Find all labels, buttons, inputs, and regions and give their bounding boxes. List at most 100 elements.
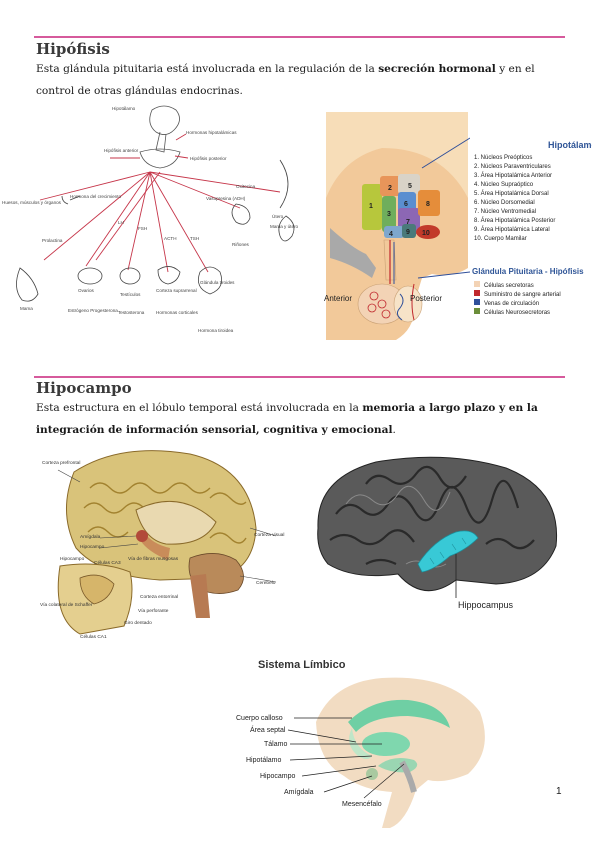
pituitary-subtitle: Glándula Pituitaria - Hipófisis [472, 267, 584, 276]
paragraph-bold: memoria a largo plazo y en la integració… [36, 402, 538, 436]
label-area-septal: Área septal [250, 725, 286, 734]
label-ovarios: Ovarios [78, 288, 95, 293]
label-testosterona: Testosterona [118, 310, 145, 315]
label-amigdala: Amígdala [80, 534, 101, 540]
label-fibras-musgosas: Vía de fibras musgosas [128, 556, 179, 562]
legend: Células secretoras Suministro de sangre … [474, 281, 561, 316]
label-corteza-prefrontal: Corteza prefrontal [42, 460, 80, 466]
label-celulas-ca1: Células CA1 [80, 634, 107, 640]
region-4 [384, 226, 404, 238]
label-mesencefalo: Mesencéfalo [342, 801, 382, 808]
legend-swatch [474, 290, 480, 296]
label-cuerpo-calloso: Cuerpo calloso [236, 715, 283, 722]
hypothalamus-diagram: 1 2 3 4 5 6 7 8 9 10 Anterior Posterior … [324, 108, 592, 348]
num-3: 3 [387, 211, 391, 218]
label-hipocampo-bottom: Hipocampo [60, 556, 85, 562]
label-cerebelo: Cerebelo [256, 580, 276, 586]
section-divider-middle [34, 376, 565, 378]
num-1: 1 [369, 203, 373, 210]
num-6: 6 [404, 201, 408, 208]
num-2: 2 [388, 185, 392, 192]
label-hippocampus: Hippocampus [458, 600, 514, 610]
label-prolactina: Prolactina [42, 238, 63, 243]
label-via-perforante: Vía perforante [138, 608, 169, 614]
label-hipofisis-posterior: Hipófisis posterior [190, 156, 227, 161]
label-hormonas-hipotalamicas: Hormonas hipotalámicas [186, 130, 237, 135]
label-fsh: FSH [138, 226, 147, 231]
label-hipotalamo: Hipotálamo [112, 106, 136, 111]
label-talamo: Tálamo [264, 741, 287, 748]
label-hormona-crecimiento: Hormona del crecimiento [70, 194, 122, 199]
paragraph-bold: secreción hormonal [378, 63, 496, 75]
label-amigdala: Amígdala [284, 789, 314, 796]
legend-swatch [474, 308, 480, 314]
label-hipofisis-anterior: Hipófisis anterior [104, 148, 139, 153]
region-10 [416, 225, 440, 239]
label-utero: Útero [272, 213, 284, 219]
hipotalamo-title: Hipotálamo [548, 140, 592, 150]
nucleus-item: 5. Área Hipotalámica Dorsal [474, 190, 549, 197]
label-mama: Mama [20, 306, 33, 311]
label-corteza-suprarrenal: Corteza suprarrenal [156, 288, 197, 293]
label-mama-utero: Mama y útero [270, 224, 299, 229]
num-7: 7 [406, 219, 410, 226]
label-testiculos: Testículos [120, 292, 141, 297]
label-tsh: TSH [190, 236, 199, 241]
label-rinones: Riñones [232, 242, 250, 247]
nucleus-item: 2. Núcleos Paraventriculares [474, 164, 551, 170]
num-10: 10 [422, 230, 430, 237]
label-estrogeno: Estrógeno Progesterona [68, 308, 118, 313]
nucleus-item: 10. Cuerpo Mamilar [474, 236, 527, 242]
nucleus-item: 1. Núcleos Preópticos [474, 155, 532, 161]
nucleus-item: 8. Área Hipotalámica Posterior [474, 217, 555, 224]
num-8: 8 [426, 201, 430, 208]
paragraph-text: y en el control de otras glándulas endoc… [36, 63, 535, 97]
paragraph-text: Esta estructura en el lóbulo temporal es… [36, 402, 363, 414]
num-4: 4 [389, 231, 393, 238]
legend-label: Suministro de sangre arterial [484, 292, 561, 298]
nucleus-item: 4. Núcleo Supraóptico [474, 182, 534, 188]
label-posterior: Posterior [410, 294, 442, 303]
label-hipocampo-top: Hipocampo [80, 544, 105, 550]
legend-label: Células Neurosecretoras [484, 310, 550, 316]
label-celulas-ca3: Células CA3 [94, 560, 121, 566]
section-title-hipocampo: Hipocampo [36, 379, 132, 397]
label-corteza-visual: Corteza visual [254, 532, 284, 538]
region-5 [398, 174, 420, 194]
label-hormona-tiroidea: Hormona tiroidea [198, 328, 234, 333]
label-lh: LH [118, 220, 124, 225]
label-hormonas-corticales: Hormonas corticales [156, 310, 199, 315]
page-number: 1 [556, 786, 562, 797]
section-paragraph-hipofisis: Esta glándula pituitaria está involucrad… [36, 58, 566, 102]
nuclei-list: 1. Núcleos Preópticos 2. Núcleos Paraven… [474, 155, 555, 242]
label-giro-dentado: Giro dentado [124, 620, 152, 626]
limbic-system-diagram: Sistema Límbico Cuerpo calloso Área sept… [236, 659, 485, 828]
label-anterior: Anterior [324, 294, 352, 303]
label-hipocampo: Hipocampo [260, 773, 296, 780]
label-acth: ACTH [164, 236, 177, 241]
paragraph-text: . [392, 424, 396, 436]
pituitary-hormones-diagram: Hipotálamo Hormonas hipotalámicas Hipófi… [0, 100, 312, 345]
brain-hippocampus-illustration: Corteza prefrontal Amígdala Hipocampo Co… [40, 450, 284, 640]
label-vasopresina: Vasopresina (ADH) [206, 196, 246, 201]
nucleus-item: 6. Núcleo Dorsomedial [474, 200, 535, 206]
section-divider-top [34, 36, 565, 38]
label-glandula-tiroides: Glándula tiroides [200, 280, 235, 285]
label-hipotalamo: Hipotálamo [246, 757, 282, 764]
paragraph-text: Esta glándula pituitaria está involucrad… [36, 63, 379, 75]
label-oxitocina: Oxitocina [236, 184, 256, 189]
limbic-title: Sistema Límbico [258, 659, 346, 671]
hippocampus-gray-brain: Hippocampus [317, 456, 558, 610]
num-9: 9 [406, 229, 410, 236]
region-8 [418, 190, 440, 216]
num-5: 5 [408, 183, 412, 190]
legend-label: Venas de circulación [484, 301, 539, 307]
label-corteza-entorrinal: Corteza entorrinal [140, 594, 178, 600]
region-1 [362, 184, 382, 230]
legend-swatch [474, 299, 480, 305]
section-title-hipofisis: Hipófisis [36, 40, 110, 58]
nucleus-item: 3. Área Hipotalámica Anterior [474, 172, 552, 179]
legend-swatch [474, 281, 480, 287]
nucleus-item: 9. Área Hipotalámica Lateral [474, 226, 550, 233]
legend-label: Células secretoras [484, 283, 534, 289]
